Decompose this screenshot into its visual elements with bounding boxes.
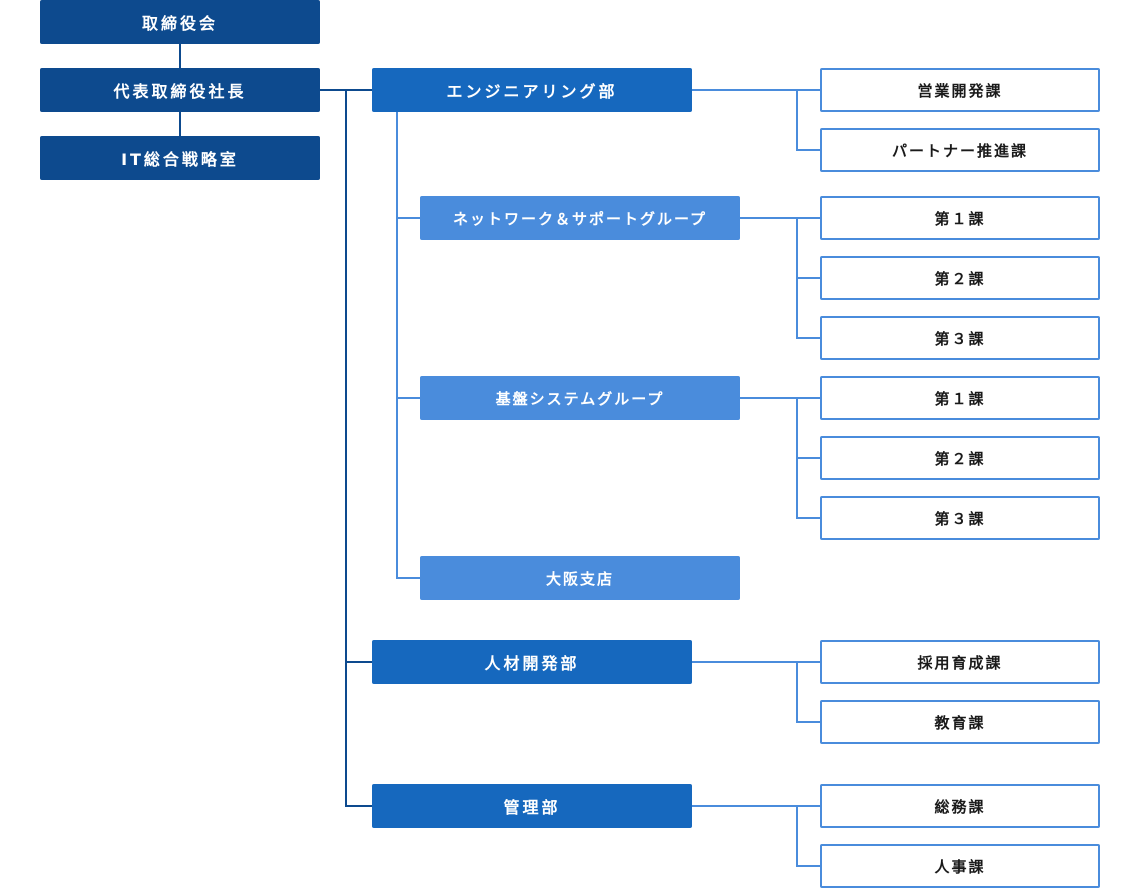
engineering-section-branch	[796, 149, 820, 151]
engineering-section-line	[692, 89, 820, 91]
network-section-2-box: 第２課	[820, 256, 1100, 300]
infra-section-line	[740, 397, 820, 399]
engineering-group-trunk	[396, 112, 398, 579]
network-group-branch	[396, 217, 420, 219]
infra-section-3-box: 第３課	[820, 496, 1100, 540]
administration-department-box: 管理部	[372, 784, 692, 828]
hr-section-branch	[796, 721, 820, 723]
hr-section-line	[692, 661, 820, 663]
network-section-branch-3	[796, 337, 820, 339]
infra-section-1-box: 第１課	[820, 376, 1100, 420]
network-section-branch-2	[796, 277, 820, 279]
president-it-connector	[179, 112, 181, 136]
sales-development-section-box: 営業開発課	[820, 68, 1100, 112]
engineering-section-trunk	[796, 89, 798, 151]
board-of-directors-box: 取締役会	[40, 0, 320, 44]
network-section-line	[740, 217, 820, 219]
general-affairs-section-box: 総務課	[820, 784, 1100, 828]
education-section-box: 教育課	[820, 700, 1100, 744]
osaka-branch	[396, 577, 420, 579]
president-box: 代表取締役社長	[40, 68, 320, 112]
recruiting-training-section-box: 採用育成課	[820, 640, 1100, 684]
department-trunk-vertical	[345, 89, 347, 807]
infra-section-branch-3	[796, 517, 820, 519]
admin-section-branch	[796, 865, 820, 867]
board-president-connector	[179, 44, 181, 68]
network-section-1-box: 第１課	[820, 196, 1100, 240]
admin-section-line	[692, 805, 820, 807]
infrastructure-system-group-box: 基盤システムグループ	[420, 376, 740, 420]
admin-section-trunk	[796, 805, 798, 867]
hr-development-department-box: 人材開発部	[372, 640, 692, 684]
it-strategy-office-box: IT総合戦略室	[40, 136, 320, 180]
infra-section-2-box: 第２課	[820, 436, 1100, 480]
personnel-section-box: 人事課	[820, 844, 1100, 888]
osaka-branch-box: 大阪支店	[420, 556, 740, 600]
engineering-department-box: エンジニアリング部	[372, 68, 692, 112]
partner-promotion-section-box: パートナー推進課	[820, 128, 1100, 172]
admin-branch-line	[345, 805, 372, 807]
infra-section-branch-2	[796, 457, 820, 459]
hr-section-trunk	[796, 661, 798, 723]
network-support-group-box: ネットワーク＆サポートグループ	[420, 196, 740, 240]
network-section-3-box: 第３課	[820, 316, 1100, 360]
hr-branch-line	[345, 661, 372, 663]
infra-group-branch	[396, 397, 420, 399]
